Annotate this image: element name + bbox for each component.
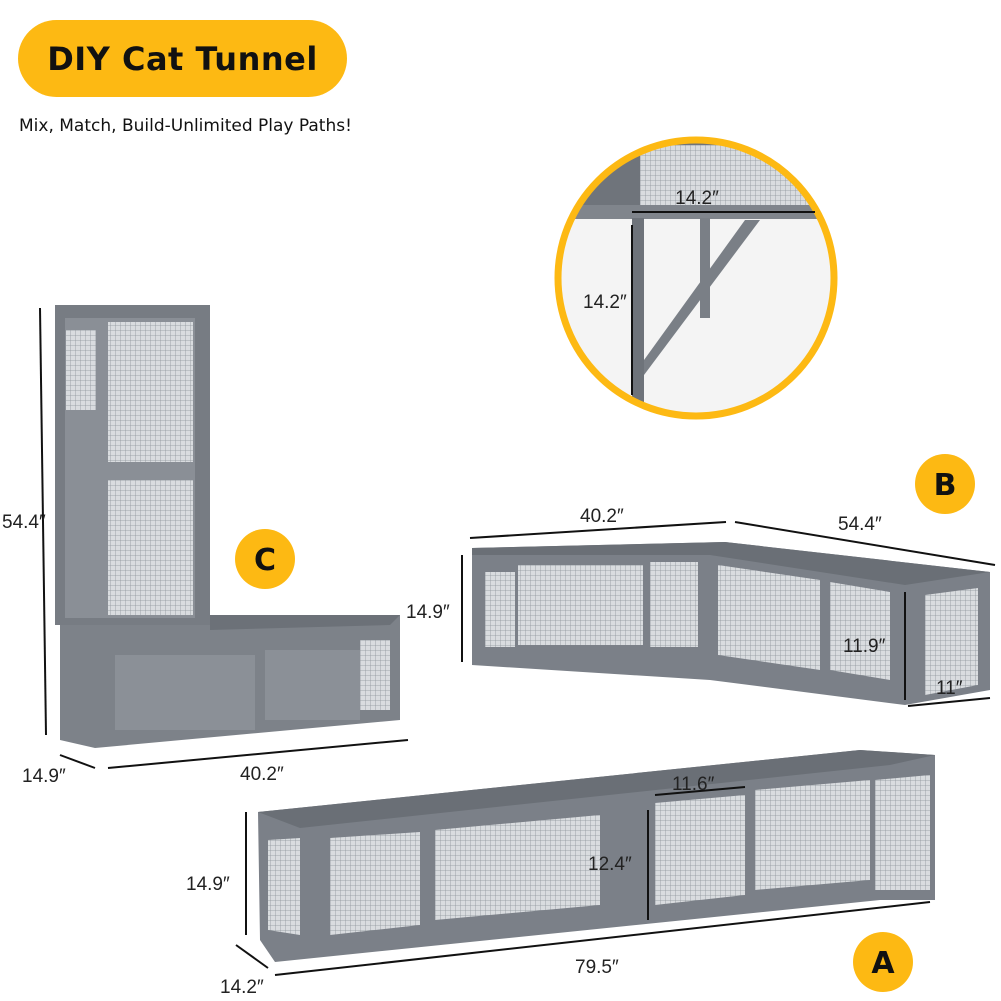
title: DIY Cat Tunnel bbox=[47, 39, 318, 78]
a-depth-label: 14.2″ bbox=[220, 977, 264, 998]
badge-b-label: B bbox=[934, 468, 957, 503]
c-height-label: 54.4″ bbox=[2, 512, 46, 533]
badge-a bbox=[853, 932, 913, 992]
b-length-right-label: 54.4″ bbox=[838, 514, 882, 535]
leg-detail-inset: 14.2″ 14.2″ bbox=[554, 136, 838, 420]
b-length-left-label: 40.2″ bbox=[580, 506, 624, 527]
a-door-width-label: 11.6″ bbox=[672, 774, 715, 795]
badge-b bbox=[915, 454, 975, 514]
a-door-height-label: 12.4″ bbox=[588, 854, 632, 875]
title-badge: DIY Cat Tunnel bbox=[18, 20, 347, 97]
config-c-tunnel: 54.4″ 14.9″ 40.2″ bbox=[2, 305, 409, 787]
b-door-height-label: 11.9″ bbox=[843, 636, 886, 657]
subtitle: Mix, Match, Build-Unlimited Play Paths! bbox=[19, 116, 352, 136]
config-b-tunnel: 40.2″ 54.4″ 14.9″ 11.9″ 11″ bbox=[406, 506, 996, 707]
c-depth-label: 14.9″ bbox=[22, 766, 66, 787]
a-height-label: 14.9″ bbox=[186, 874, 230, 895]
config-a-tunnel: 11.6″ 12.4″ 14.9″ 14.2″ 79.5″ bbox=[186, 750, 935, 998]
badge-a-label: A bbox=[871, 946, 895, 981]
badge-c bbox=[235, 529, 295, 589]
inset-width-label: 14.2″ bbox=[675, 188, 719, 209]
b-door-width-label: 11″ bbox=[936, 678, 963, 699]
c-length-label: 40.2″ bbox=[240, 764, 284, 785]
inset-height-label: 14.2″ bbox=[583, 292, 627, 313]
b-height-label: 14.9″ bbox=[406, 602, 450, 623]
a-length-label: 79.5″ bbox=[575, 957, 619, 978]
badge-c-label: C bbox=[254, 543, 276, 578]
